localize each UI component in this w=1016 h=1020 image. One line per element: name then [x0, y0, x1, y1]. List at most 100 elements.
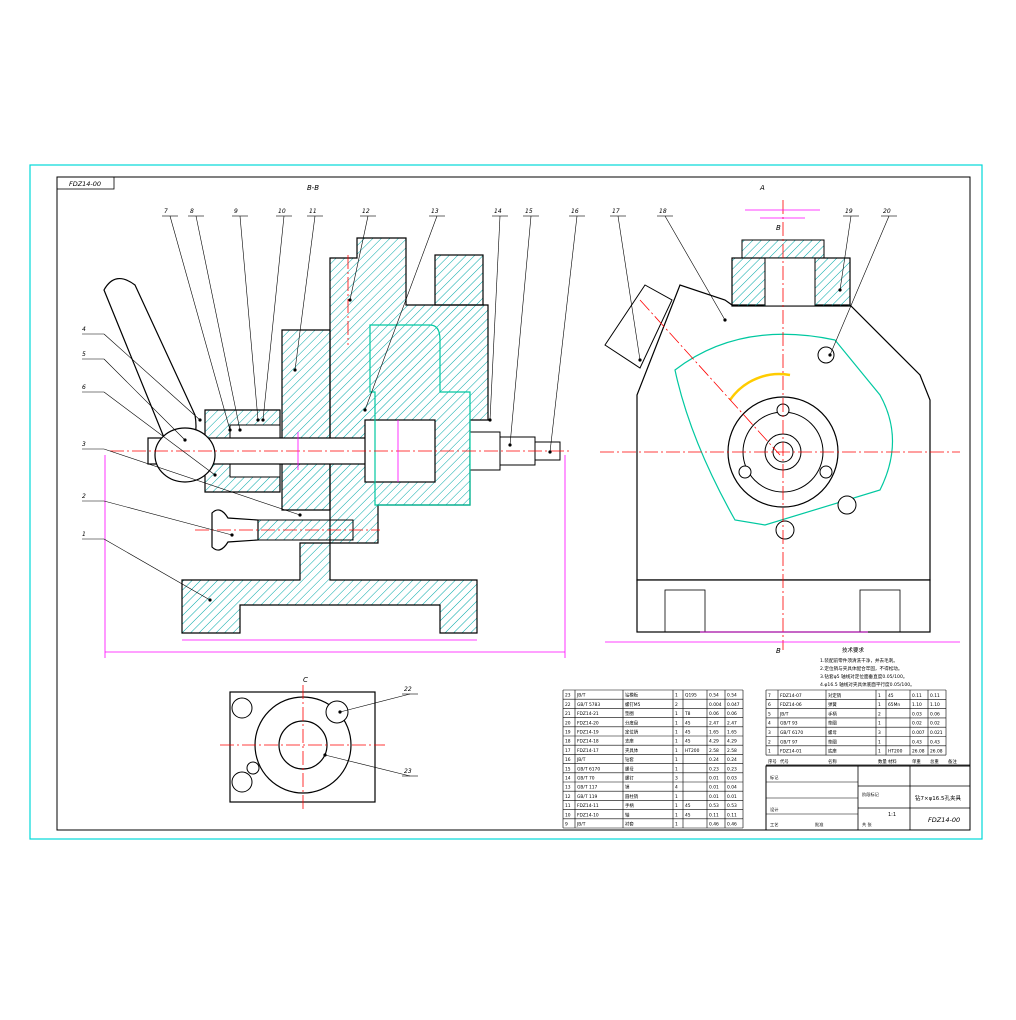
bom-left-row-cell: 20 — [565, 720, 571, 726]
bom-left-row-cell: FDZ14-11 — [577, 803, 599, 809]
callout-dot — [261, 418, 265, 422]
bom-left-row-cell: GB/T 6170 — [577, 766, 600, 772]
bom-left-row-cell: 定位销 — [625, 729, 639, 736]
tb-label-sheets: 共 张 — [862, 821, 873, 828]
bom-left-row-cell: 0.24 — [727, 757, 737, 763]
callout-number-9: 9 — [234, 208, 238, 215]
inner-frame — [56, 176, 971, 831]
view-c-pin — [325, 700, 349, 724]
bom-left-row-cell: 1 — [675, 720, 678, 726]
view-a-workpiece — [674, 333, 893, 526]
callout-leader — [103, 358, 186, 441]
view-a-pin-bottom — [775, 520, 795, 540]
callout-leader — [239, 215, 259, 421]
technical-notes: 技术要求 1.装配前零件须清洗干净，并去毛刺。 2.定位销与夹具体配合牢固，不得… — [820, 646, 915, 688]
bom-right-row-cell: 65Mn — [888, 702, 900, 708]
bom-header-cell: 总重 — [930, 758, 939, 765]
bom-left-row-cell: 0.54 — [709, 693, 719, 699]
bom-left-row-cell: 18 — [565, 739, 571, 745]
callout-dot — [238, 428, 242, 432]
callout-leader — [103, 538, 211, 601]
bom-left-row-cell: 3 — [675, 776, 678, 782]
callout-number-14: 14 — [494, 208, 502, 215]
bom-right-row-cell: 0.43 — [930, 739, 940, 745]
callout-leader — [349, 215, 369, 301]
base-section — [181, 542, 478, 634]
bom-left-row-cell: 4 — [675, 785, 678, 791]
bom-right-row-cell: 螺母 — [828, 729, 837, 736]
bom-header-cell: 序号 — [768, 758, 777, 765]
bom-right-row-cell: 0.43 — [912, 739, 922, 745]
callout-dot — [838, 288, 842, 292]
callout-number-5: 5 — [82, 351, 86, 358]
notes-line-4: 4.φ16.5 轴线对夹具体底面平行度0.05/100。 — [820, 681, 915, 688]
view-a — [600, 200, 960, 650]
bom-left-row-cell: 45 — [685, 720, 691, 726]
callout-dot — [723, 318, 727, 322]
bom-left-row-cell: 1 — [675, 730, 678, 736]
bom-right-row-cell: 弹簧 — [828, 701, 837, 708]
callout-leader — [169, 215, 231, 431]
bom-left-row-cell: 钻模板 — [625, 692, 639, 699]
bom-right-row-cell: 垫圈 — [828, 720, 837, 727]
bom-left-row-cell: 4.29 — [727, 739, 737, 745]
bom-right-row-cell: FDZ14-07 — [780, 693, 802, 699]
bom-left-row-cell: 0.46 — [709, 822, 719, 828]
callout-number-4: 4 — [82, 326, 86, 333]
bom-left-row-cell: 钻套 — [625, 756, 634, 763]
callout-leader — [103, 333, 201, 421]
bom-left-row-cell: 2.58 — [727, 748, 737, 754]
callout-leader — [339, 693, 411, 713]
section-mark-b2: B — [776, 647, 781, 655]
section-bb-view — [103, 237, 570, 658]
view-a-top-bore — [764, 257, 816, 307]
bom-left-row-cell: 9 — [565, 822, 568, 828]
bom-left-row-cell: 圆柱销 — [625, 793, 639, 800]
bom-left-row-cell: 0.04 — [727, 785, 737, 791]
bom-left-row-cell: 0.06 — [727, 711, 737, 717]
callout-leader — [294, 215, 316, 371]
bom-left-row-cell: JB/T — [576, 757, 586, 763]
callout-number-16: 16 — [571, 208, 579, 215]
callout-number-2: 2 — [82, 493, 86, 500]
bom-right-row-cell: 1 — [878, 739, 881, 745]
bom-header-cell: 材料 — [888, 758, 897, 765]
title-block-code: FDZ14-00 — [928, 816, 960, 824]
bom-left-row-cell: 16 — [565, 757, 571, 763]
tb-label-stage: 阶段标记 — [862, 791, 880, 798]
bom-left-row-cell: GB/T 70 — [577, 776, 595, 782]
view-c — [220, 685, 385, 810]
bom-right-row-cell: FDZ14-06 — [780, 702, 802, 708]
view-c-hole-tl — [231, 697, 253, 719]
bom-left-row-cell: 0.11 — [709, 812, 719, 818]
callout-dot — [298, 513, 302, 517]
bom-left-row-cell: 1 — [675, 822, 678, 828]
view-a-pin-right — [837, 495, 857, 515]
bom-right-row-cell: 2 — [768, 739, 771, 745]
bom-left-row-cell: 45 — [685, 812, 691, 818]
bom-left-row-cell: GB/T 119 — [577, 794, 598, 800]
callout-number-12: 12 — [362, 208, 370, 215]
bom-left-row-cell: FDZ14-17 — [577, 748, 599, 754]
bom-left-row-cell: 13 — [565, 785, 571, 791]
bom-left-row-cell: HT200 — [685, 748, 700, 754]
callout-number-13: 13 — [431, 208, 439, 215]
callout-leader — [664, 215, 726, 321]
bom-left-row-cell: 2.47 — [727, 720, 737, 726]
bom-right-row-cell: 0.02 — [930, 721, 940, 727]
bom-left-row-cell: 2.47 — [709, 720, 719, 726]
bom-left-row-cell: 0.11 — [727, 812, 737, 818]
callout-leader — [103, 391, 216, 476]
bom-right-row-cell: GB/T 93 — [780, 721, 798, 727]
bom-header-cell: 数量 — [878, 758, 887, 765]
bom-left-row-cell: 1 — [675, 757, 678, 763]
callout-leader — [839, 215, 852, 291]
bom-right-row-cell: 手柄 — [828, 710, 837, 717]
callout-dot — [638, 358, 642, 362]
bom-left-row-cell: 分度盘 — [625, 719, 639, 726]
tb-label-approve: 批准 — [815, 821, 823, 828]
title-block: 钻7×φ16.5孔夹具 FDZ14-00 1:1 标记 设计 工艺 批准 阶段标… — [765, 765, 971, 831]
bom-left-row-cell: 1 — [675, 711, 678, 717]
callout-dot — [828, 353, 832, 357]
